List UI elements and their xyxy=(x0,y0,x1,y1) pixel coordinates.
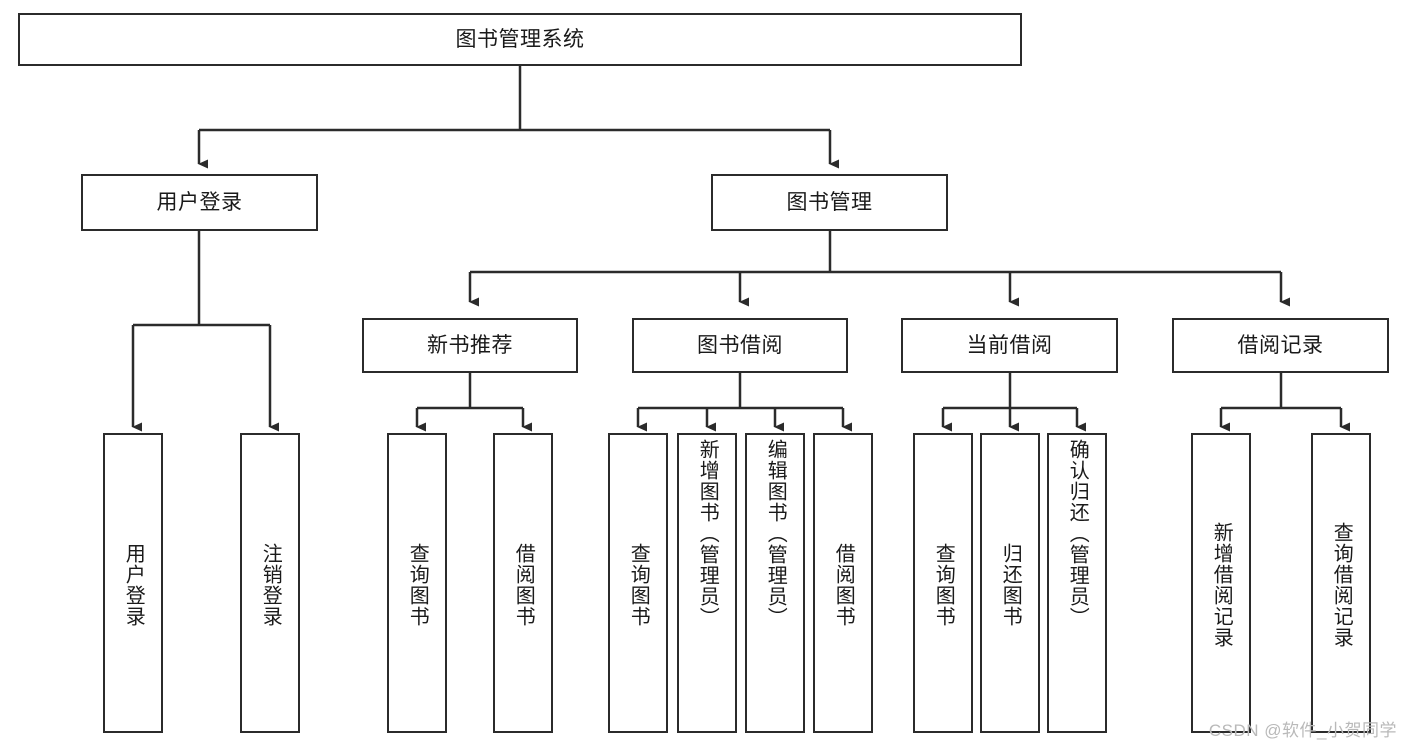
node-book-borrow-label: 图书借阅 xyxy=(697,334,783,357)
node-leaf-query-record[interactable]: 查询借阅记录 xyxy=(1311,433,1371,733)
node-user-login-label: 用户登录 xyxy=(156,191,243,214)
node-book-management[interactable]: 图书管理 xyxy=(711,174,948,231)
node-new-book-recommend[interactable]: 新书推荐 xyxy=(362,318,578,373)
node-root[interactable]: 图书管理系统 xyxy=(18,13,1022,66)
node-leaf-add-book-label: 新增图书（管理员） xyxy=(696,439,719,628)
node-leaf-add-book[interactable]: 新增图书（管理员） xyxy=(677,433,737,733)
node-leaf-query-record-label: 查询借阅记录 xyxy=(1330,522,1353,648)
node-leaf-query-book-1-label: 查询图书 xyxy=(406,543,429,627)
node-leaf-confirm-return-label: 确认归还（管理员） xyxy=(1066,439,1089,628)
node-leaf-add-record[interactable]: 新增借阅记录 xyxy=(1191,433,1251,733)
node-leaf-return-book-label: 归还图书 xyxy=(999,543,1022,627)
node-user-login[interactable]: 用户登录 xyxy=(81,174,318,231)
node-leaf-edit-book-label: 编辑图书（管理员） xyxy=(764,439,787,628)
watermark-text: CSDN @软件_小贺同学 xyxy=(1208,721,1397,740)
node-leaf-borrow-book-2[interactable]: 借阅图书 xyxy=(813,433,873,733)
node-leaf-add-record-label: 新增借阅记录 xyxy=(1210,522,1233,648)
node-leaf-user-login-label: 用户登录 xyxy=(122,543,145,627)
node-leaf-user-logout[interactable]: 注销登录 xyxy=(240,433,300,733)
node-leaf-query-book-3[interactable]: 查询图书 xyxy=(913,433,973,733)
node-leaf-query-book-2[interactable]: 查询图书 xyxy=(608,433,668,733)
node-leaf-user-login[interactable]: 用户登录 xyxy=(103,433,163,733)
node-book-management-label: 图书管理 xyxy=(786,191,873,214)
node-root-label: 图书管理系统 xyxy=(455,28,585,51)
node-current-borrow-label: 当前借阅 xyxy=(966,334,1053,357)
node-leaf-borrow-book-2-label: 借阅图书 xyxy=(832,543,855,627)
node-leaf-borrow-book-1-label: 借阅图书 xyxy=(512,543,535,627)
node-leaf-query-book-1[interactable]: 查询图书 xyxy=(387,433,447,733)
node-book-borrow[interactable]: 图书借阅 xyxy=(632,318,848,373)
node-new-book-recommend-label: 新书推荐 xyxy=(427,334,513,357)
node-leaf-confirm-return[interactable]: 确认归还（管理员） xyxy=(1047,433,1107,733)
node-borrow-record[interactable]: 借阅记录 xyxy=(1172,318,1389,373)
node-borrow-record-label: 借阅记录 xyxy=(1237,334,1324,357)
node-current-borrow[interactable]: 当前借阅 xyxy=(901,318,1118,373)
node-leaf-query-book-2-label: 查询图书 xyxy=(627,543,650,627)
node-leaf-edit-book[interactable]: 编辑图书（管理员） xyxy=(745,433,805,733)
node-leaf-return-book[interactable]: 归还图书 xyxy=(980,433,1040,733)
node-leaf-user-logout-label: 注销登录 xyxy=(259,543,282,627)
node-leaf-borrow-book-1[interactable]: 借阅图书 xyxy=(493,433,553,733)
node-leaf-query-book-3-label: 查询图书 xyxy=(932,543,955,627)
